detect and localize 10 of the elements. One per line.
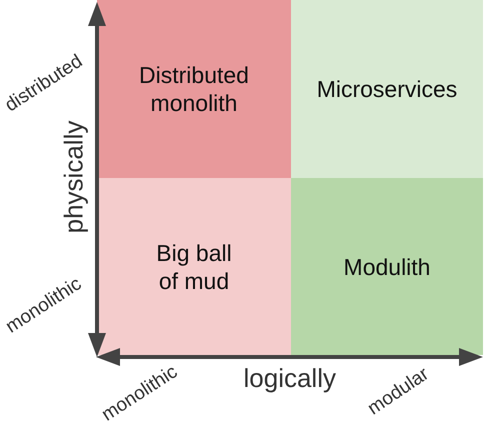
axis-title: physically <box>60 120 86 234</box>
axis-title: logically <box>244 365 336 391</box>
quadrant-label: Distributed monolith <box>138 61 250 117</box>
quadrant-box <box>291 178 483 355</box>
quadrant-label: Microservices <box>316 75 458 103</box>
quadrant-label: Modulith <box>344 252 430 280</box>
quadrant-box <box>291 0 483 178</box>
quadrant-box <box>97 178 291 355</box>
quadrant-label: Big ball of mud <box>155 238 233 294</box>
quadrant-box <box>97 0 291 178</box>
